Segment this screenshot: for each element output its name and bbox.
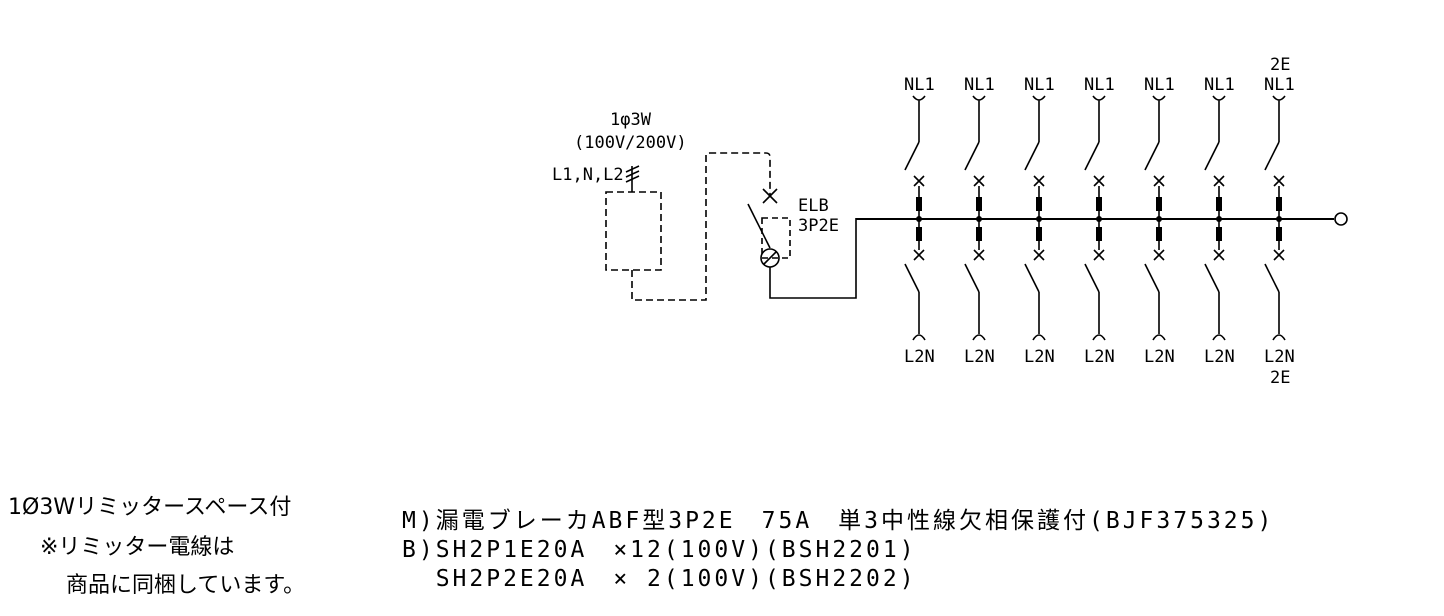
branch-circuits [904, 95, 1286, 341]
branch-bottom-terminal-icon [912, 334, 926, 341]
branch-bottom-terminal-icon [1032, 334, 1046, 341]
branch-top-label: NL1 [1084, 75, 1115, 95]
branch-top-cross-icon [1213, 175, 1225, 187]
branch-top-switch-icon [1204, 141, 1220, 171]
branch-bottom-switch-icon [1024, 263, 1040, 293]
branch-bottom-terminal-icon [1272, 334, 1286, 341]
branch-bottom-cross-icon [1093, 249, 1105, 261]
branch-top-terminal-icon [1152, 95, 1166, 112]
limiter-note-line: ※リミッター電線は [40, 535, 235, 560]
branch-bottom-label: L2N [904, 347, 935, 367]
branch-bottom-switch-icon [1264, 263, 1280, 293]
elb-main-breaker-icon [747, 188, 857, 299]
branch-top-pole-icon [1216, 197, 1222, 211]
branch-top-pole-icon [976, 197, 982, 211]
branch-top-pole-icon [1156, 197, 1162, 211]
elb-label: ELB [798, 196, 829, 216]
branch-bottom-terminal-icon [1152, 334, 1166, 341]
branch-bottom-label: L2N [1264, 347, 1295, 367]
branch-bottom-terminal-icon [972, 334, 986, 341]
branch-top-terminal-icon [972, 95, 986, 112]
branch-top-label: NL1 [1024, 75, 1055, 95]
limiter-note-line: 商品に同梱しています。 [66, 573, 306, 598]
branch-top-label: NL1 [904, 75, 935, 95]
branch-bottom-switch-icon [904, 263, 920, 293]
branch-top-label: NL1 [1264, 75, 1295, 95]
branch-top-cross-icon [913, 175, 925, 187]
branch-top-pole-icon [916, 197, 922, 211]
branch-top-cross-icon [973, 175, 985, 187]
branch-top-terminal-icon [1272, 95, 1286, 112]
branch-top-switch-icon [904, 141, 920, 171]
branch-top-pole-icon [1096, 197, 1102, 211]
limiter-space-box [605, 191, 662, 271]
branch-bottom-switch-icon [1204, 263, 1220, 293]
branch-bottom-cross-icon [973, 249, 985, 261]
branch-top-switch-icon [964, 141, 980, 171]
branch-bottom-label: L2N [1024, 347, 1055, 367]
branch-top-switch-icon [1084, 141, 1100, 171]
branch-bottom-switch-icon [964, 263, 980, 293]
spec-branch-breaker: B)SH2P1E20A ×12(100V)(BSH2201) [402, 537, 917, 563]
branch-bottom-label: L2N [964, 347, 995, 367]
branch-bottom-terminal-icon [1212, 334, 1226, 341]
branch-top-label: NL1 [1144, 75, 1175, 95]
branch-bottom-cross-icon [1033, 249, 1045, 261]
elb-type-label: 3P2E [798, 216, 839, 236]
branch-top-pole-icon [1276, 197, 1282, 211]
branch-top-switch-icon [1264, 141, 1280, 171]
branch-bottom-switch-icon [1144, 263, 1160, 293]
branch-bottom-label: L2N [1204, 347, 1235, 367]
busbar-terminal-icon [1334, 212, 1348, 226]
branch-top-extra-label: 2E [1270, 55, 1290, 75]
three-wire-hatch-icon [625, 165, 640, 186]
spec-main-breaker: M)漏電ブレーカABF型3P2E 75A 単3中性線欠相保護付(BJF37532… [402, 508, 1275, 534]
branch-top-cross-icon [1033, 175, 1045, 187]
branch-top-pole-icon [1036, 197, 1042, 211]
branch-top-cross-icon [1273, 175, 1285, 187]
limiter-wire-route [631, 152, 771, 301]
supply-wires-label: L1,N,L2 [552, 165, 624, 185]
branch-bottom-label: L2N [1084, 347, 1115, 367]
branch-bottom-terminal-icon [1092, 334, 1106, 341]
supply-voltage-label: (100V/200V) [574, 133, 687, 153]
branch-top-cross-icon [1093, 175, 1105, 187]
branch-top-label: NL1 [1204, 75, 1235, 95]
spec-branch-breaker: SH2P2E20A × 2(100V)(BSH2202) [402, 566, 917, 592]
branch-top-cross-icon [1153, 175, 1165, 187]
branch-bottom-extra-label: 2E [1270, 368, 1290, 388]
branch-top-label: NL1 [964, 75, 995, 95]
branch-bottom-label: L2N [1144, 347, 1175, 367]
branch-bottom-cross-icon [913, 249, 925, 261]
branch-bottom-cross-icon [1213, 249, 1225, 261]
branch-top-switch-icon [1144, 141, 1160, 171]
branch-top-terminal-icon [1092, 95, 1106, 112]
limiter-note-title: 1Ø3Wリミッタースペース付 [8, 495, 292, 520]
branch-top-terminal-icon [1212, 95, 1226, 112]
branch-top-terminal-icon [1032, 95, 1046, 112]
branch-top-terminal-icon [912, 95, 926, 112]
branch-bottom-cross-icon [1153, 249, 1165, 261]
branch-bottom-cross-icon [1273, 249, 1285, 261]
supply-system-label: 1φ3W [610, 110, 652, 130]
branch-top-switch-icon [1024, 141, 1040, 171]
branch-bottom-switch-icon [1084, 263, 1100, 293]
